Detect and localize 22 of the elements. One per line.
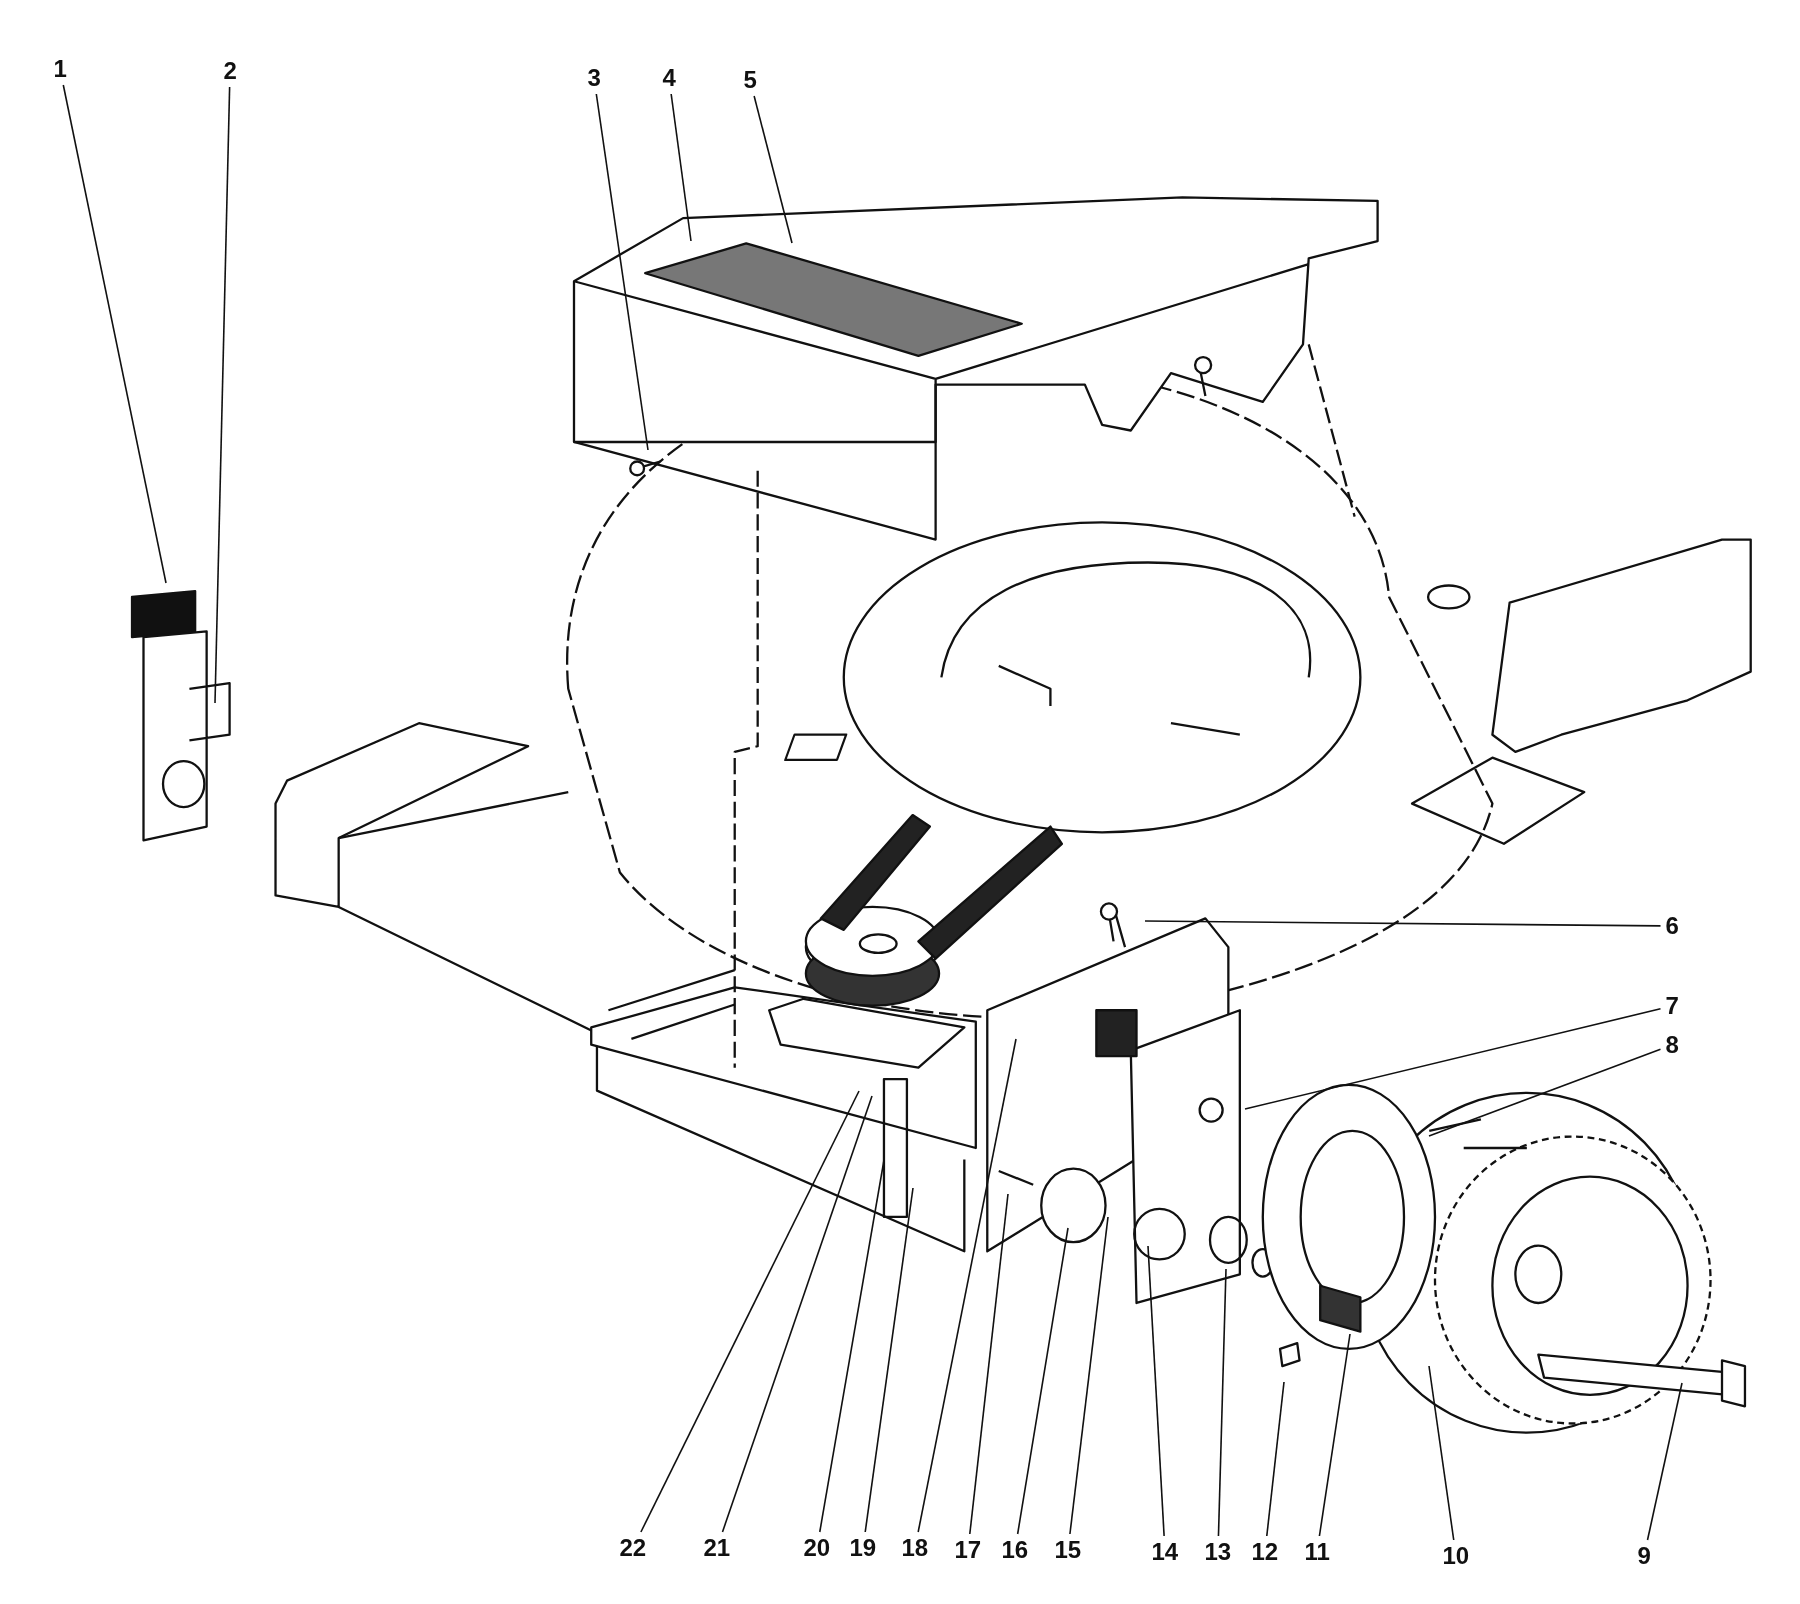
leader-line: [670, 93, 692, 242]
leader-line: [1244, 1007, 1662, 1110]
leader-line: [1217, 1268, 1227, 1537]
leader-line: [1646, 1382, 1683, 1541]
leader-line: [864, 1187, 914, 1533]
leader-line: [1428, 1365, 1455, 1541]
leader-line: [721, 1095, 873, 1533]
leader-line: [1147, 1245, 1165, 1537]
leader-line: [640, 1090, 860, 1533]
leader-line: [917, 1038, 1017, 1533]
leader-line: [1266, 1381, 1285, 1537]
leader-line: [214, 86, 231, 704]
leader-line: [1144, 920, 1662, 927]
leader-line: [1428, 1048, 1662, 1137]
leader-line: [818, 1159, 885, 1533]
leader-line: [1069, 1216, 1109, 1535]
leader-line: [1016, 1227, 1069, 1535]
leader-line: [753, 95, 793, 244]
leader-line: [595, 93, 649, 451]
leader-line: [969, 1193, 1009, 1535]
leader-line: [1318, 1333, 1351, 1537]
leader-line: [62, 84, 167, 584]
